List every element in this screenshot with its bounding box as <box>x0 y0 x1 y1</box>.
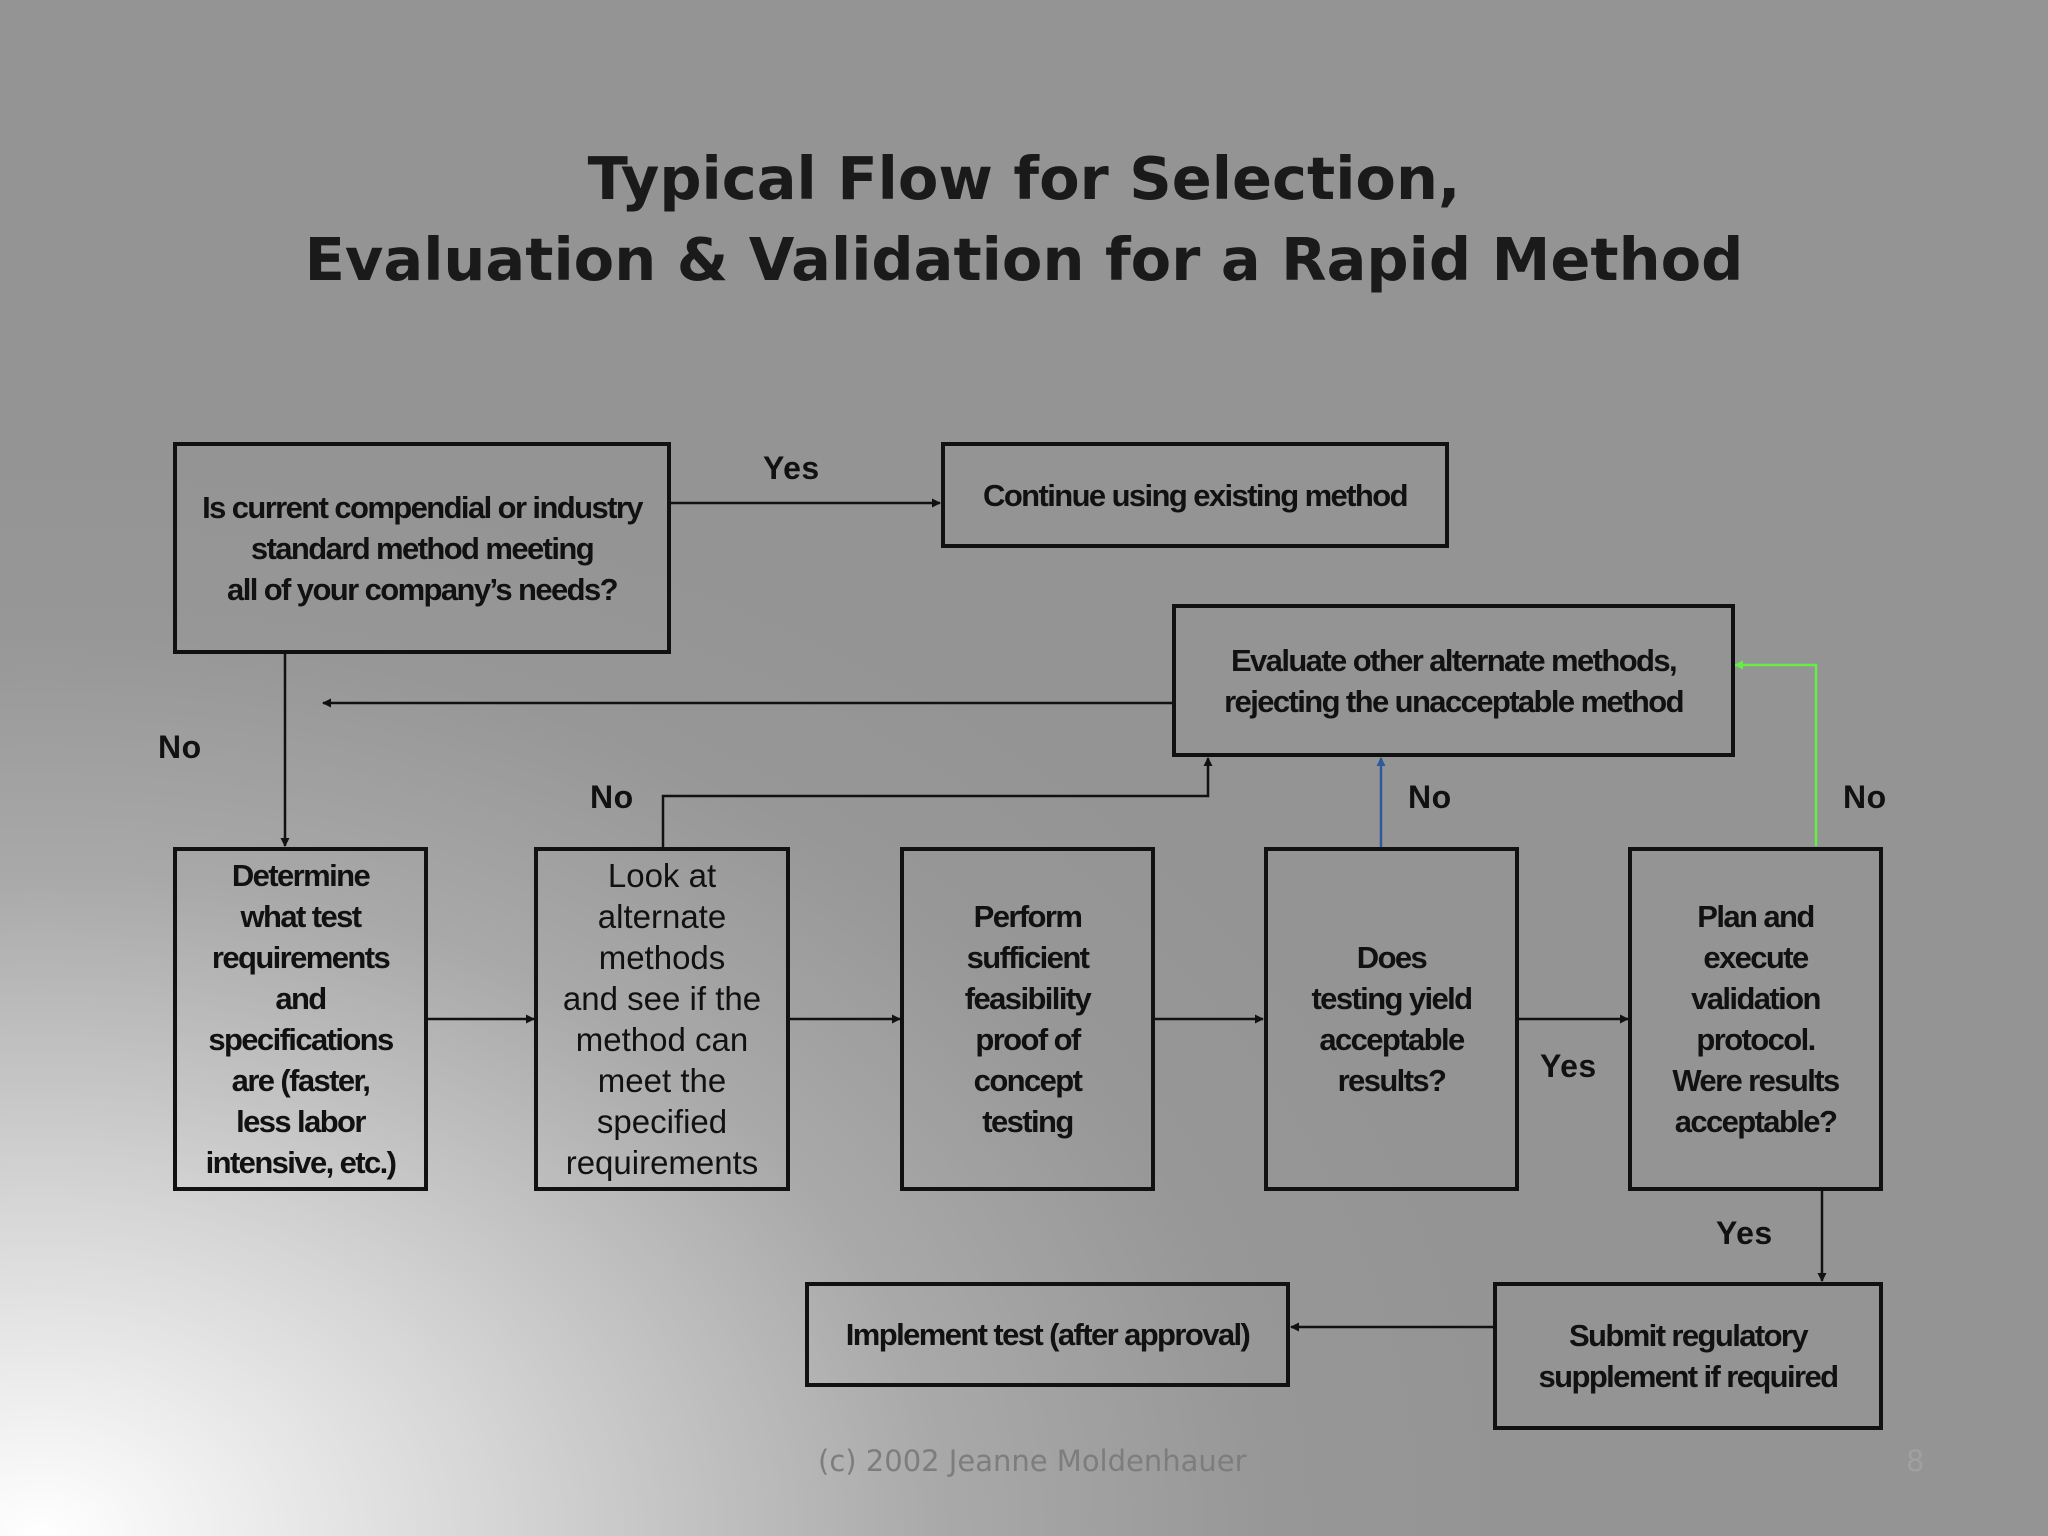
box-plan-validation: Plan and execute validation protocol. We… <box>1628 847 1883 1191</box>
title-line-1: Typical Flow for Selection, <box>587 144 1461 213</box>
box-line: Look at <box>607 857 717 894</box>
box-line: concept <box>973 1063 1083 1098</box>
box-line: testing yield <box>1311 981 1473 1016</box>
box-submit-supplement: Submit regulatory supplement if required <box>1493 1282 1883 1430</box>
box-line: requirements <box>565 1144 759 1181</box>
box-line: specifications <box>208 1022 394 1057</box>
box-line: intensive, etc.) <box>205 1145 397 1180</box>
box-line: proof of <box>975 1022 1081 1057</box>
box-line: and <box>275 981 327 1016</box>
box-line: testing <box>982 1104 1074 1139</box>
page-number: 8 <box>1906 1444 1925 1478</box>
box-line: results? <box>1337 1063 1447 1098</box>
box-current-method-question: Is current compendial or industry standa… <box>173 442 671 654</box>
label-yes-top: Yes <box>763 450 820 486</box>
box-line: and see if the <box>562 980 762 1017</box>
box-line: all of your company’s needs? <box>227 571 618 607</box>
label-no-look: No <box>590 779 634 815</box>
box-line: Plan and <box>1697 899 1815 934</box>
box-line: specified <box>596 1103 728 1140</box>
footer-copyright: (c) 2002 Jeanne Moldenhauer <box>818 1444 1247 1478</box>
box-line: Evaluate other alternate methods, <box>1230 642 1678 678</box>
label-no-plan: No <box>1843 779 1887 815</box>
box-line: Perform <box>973 899 1083 934</box>
box-line: Does <box>1356 940 1428 975</box>
box-line: acceptable <box>1319 1022 1465 1057</box>
box-evaluate-alternates: Evaluate other alternate methods, reject… <box>1172 604 1735 757</box>
box-line: are (faster, <box>231 1063 371 1098</box>
label-no-does: No <box>1408 779 1452 815</box>
box-look-at-alternates: Look at alternate methods and see if the… <box>534 847 790 1191</box>
box-line: validation <box>1691 981 1821 1016</box>
box-line: Submit regulatory <box>1568 1318 1809 1353</box>
box-implement-test: Implement test (after approval) <box>805 1282 1290 1387</box>
box-line: protocol. <box>1696 1022 1816 1057</box>
box-line: Is current compendial or industry <box>202 489 643 525</box>
box-line: less labor <box>236 1104 366 1139</box>
box-line: Determine <box>231 858 371 893</box>
box-line: what test <box>240 899 363 934</box>
arrow-look-no-to-evaluate <box>661 757 1213 848</box>
label-yes-does: Yes <box>1540 1048 1597 1084</box>
box-continue-existing: Continue using existing method <box>941 442 1449 548</box>
box-line: method can <box>575 1021 749 1058</box>
box-line: execute <box>1703 940 1809 975</box>
box-line: standard method meeting <box>250 530 595 566</box>
box-line: alternate <box>597 898 727 935</box>
box-line: methods <box>598 939 726 976</box>
box-line: sufficient <box>966 940 1090 975</box>
box-line: supplement if required <box>1538 1359 1840 1394</box>
box-line: feasibility <box>964 981 1092 1016</box>
box-line: rejecting the unacceptable method <box>1224 683 1684 719</box>
box-line: Were results <box>1672 1063 1840 1098</box>
box-line: meet the <box>597 1062 727 1099</box>
label-no-left: No <box>158 729 202 765</box>
box-line: Implement test (after approval) <box>845 1317 1251 1352</box>
label-yes-plan: Yes <box>1716 1215 1773 1251</box>
slide-title: Typical Flow for Selection, Evaluation &… <box>0 138 2048 300</box>
arrow-plan-no-to-evaluate <box>1734 660 1818 846</box>
box-line: acceptable? <box>1674 1104 1838 1139</box>
box-does-testing-yield: Does testing yield acceptable results? <box>1264 847 1519 1191</box>
box-perform-feasibility: Perform sufficient feasibility proof of … <box>900 847 1155 1191</box>
box-determine-requirements: Determine what test requirements and spe… <box>173 847 428 1191</box>
box-line: Continue using existing method <box>983 477 1408 513</box>
box-line: requirements <box>211 940 391 975</box>
title-line-2: Evaluation & Validation for a Rapid Meth… <box>304 225 1744 294</box>
